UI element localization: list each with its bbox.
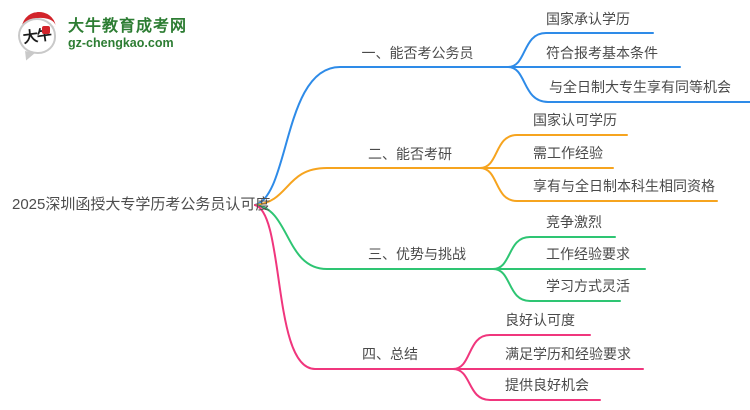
- branch-3-child-1: 竞争激烈: [546, 214, 602, 230]
- logo-red-seal-icon: [42, 26, 50, 34]
- branch-1-child-1-line: [507, 32, 654, 68]
- branch-1-child-3: 与全日制大专生享有同等机会: [549, 79, 731, 95]
- logo-text: 大牛教育成考网 gz-chengkao.com: [68, 10, 187, 51]
- logo-title: 大牛教育成考网: [68, 18, 188, 35]
- logo-bubble-icon: 大牛: [12, 10, 62, 62]
- root-topic: 2025深圳函授大专学历考公务员认可度: [12, 196, 271, 213]
- branch-3-main-line: [254, 204, 494, 270]
- branch-2-lines: [254, 134, 718, 206]
- branch-3-lines: [254, 204, 646, 302]
- branch-4-lines: [254, 204, 644, 401]
- branch-3-label: 三、优势与挑战: [368, 246, 466, 262]
- branch-3-child-1-line: [492, 236, 616, 270]
- branch-4-child-3-line: [452, 368, 601, 401]
- branch-4-child-1-line: [452, 334, 591, 370]
- branch-4-child-3: 提供良好机会: [505, 377, 589, 393]
- site-logo: 大牛 大牛教育成考网 gz-chengkao.com: [12, 10, 187, 62]
- branch-2-child-3: 享有与全日制本科生相同资格: [533, 178, 715, 194]
- branch-2-child-3-line: [479, 167, 718, 202]
- logo-speech-bubble: 大牛: [18, 18, 56, 54]
- branch-1-label: 一、能否考公务员: [361, 45, 474, 61]
- branch-3-child-3: 学习方式灵活: [546, 278, 630, 294]
- branch-3-child-3-line: [492, 268, 621, 302]
- branch-1-lines: [254, 32, 750, 206]
- branch-4-label: 四、总结: [362, 346, 418, 362]
- branch-4-main-line: [254, 204, 454, 370]
- branch-2-label: 二、能否考研: [368, 146, 452, 162]
- branch-4-child-1: 良好认可度: [505, 312, 575, 328]
- logo-bubble-tail: [23, 51, 35, 62]
- branch-2-main-line: [254, 167, 481, 206]
- branch-1-main-line: [254, 66, 509, 206]
- branch-2-child-1: 国家认可学历: [533, 112, 617, 128]
- branch-1-child-3-line: [507, 66, 750, 103]
- branch-1-child-2: 符合报考基本条件: [546, 45, 658, 61]
- branch-2-child-1-line: [479, 134, 628, 169]
- branch-3-child-2: 工作经验要求: [546, 246, 630, 262]
- logo-domain: gz-chengkao.com: [68, 36, 174, 50]
- branch-2-child-2: 需工作经验: [533, 145, 603, 161]
- branch-4-child-2: 满足学历和经验要求: [505, 346, 631, 362]
- branch-1-child-1: 国家承认学历: [546, 11, 630, 27]
